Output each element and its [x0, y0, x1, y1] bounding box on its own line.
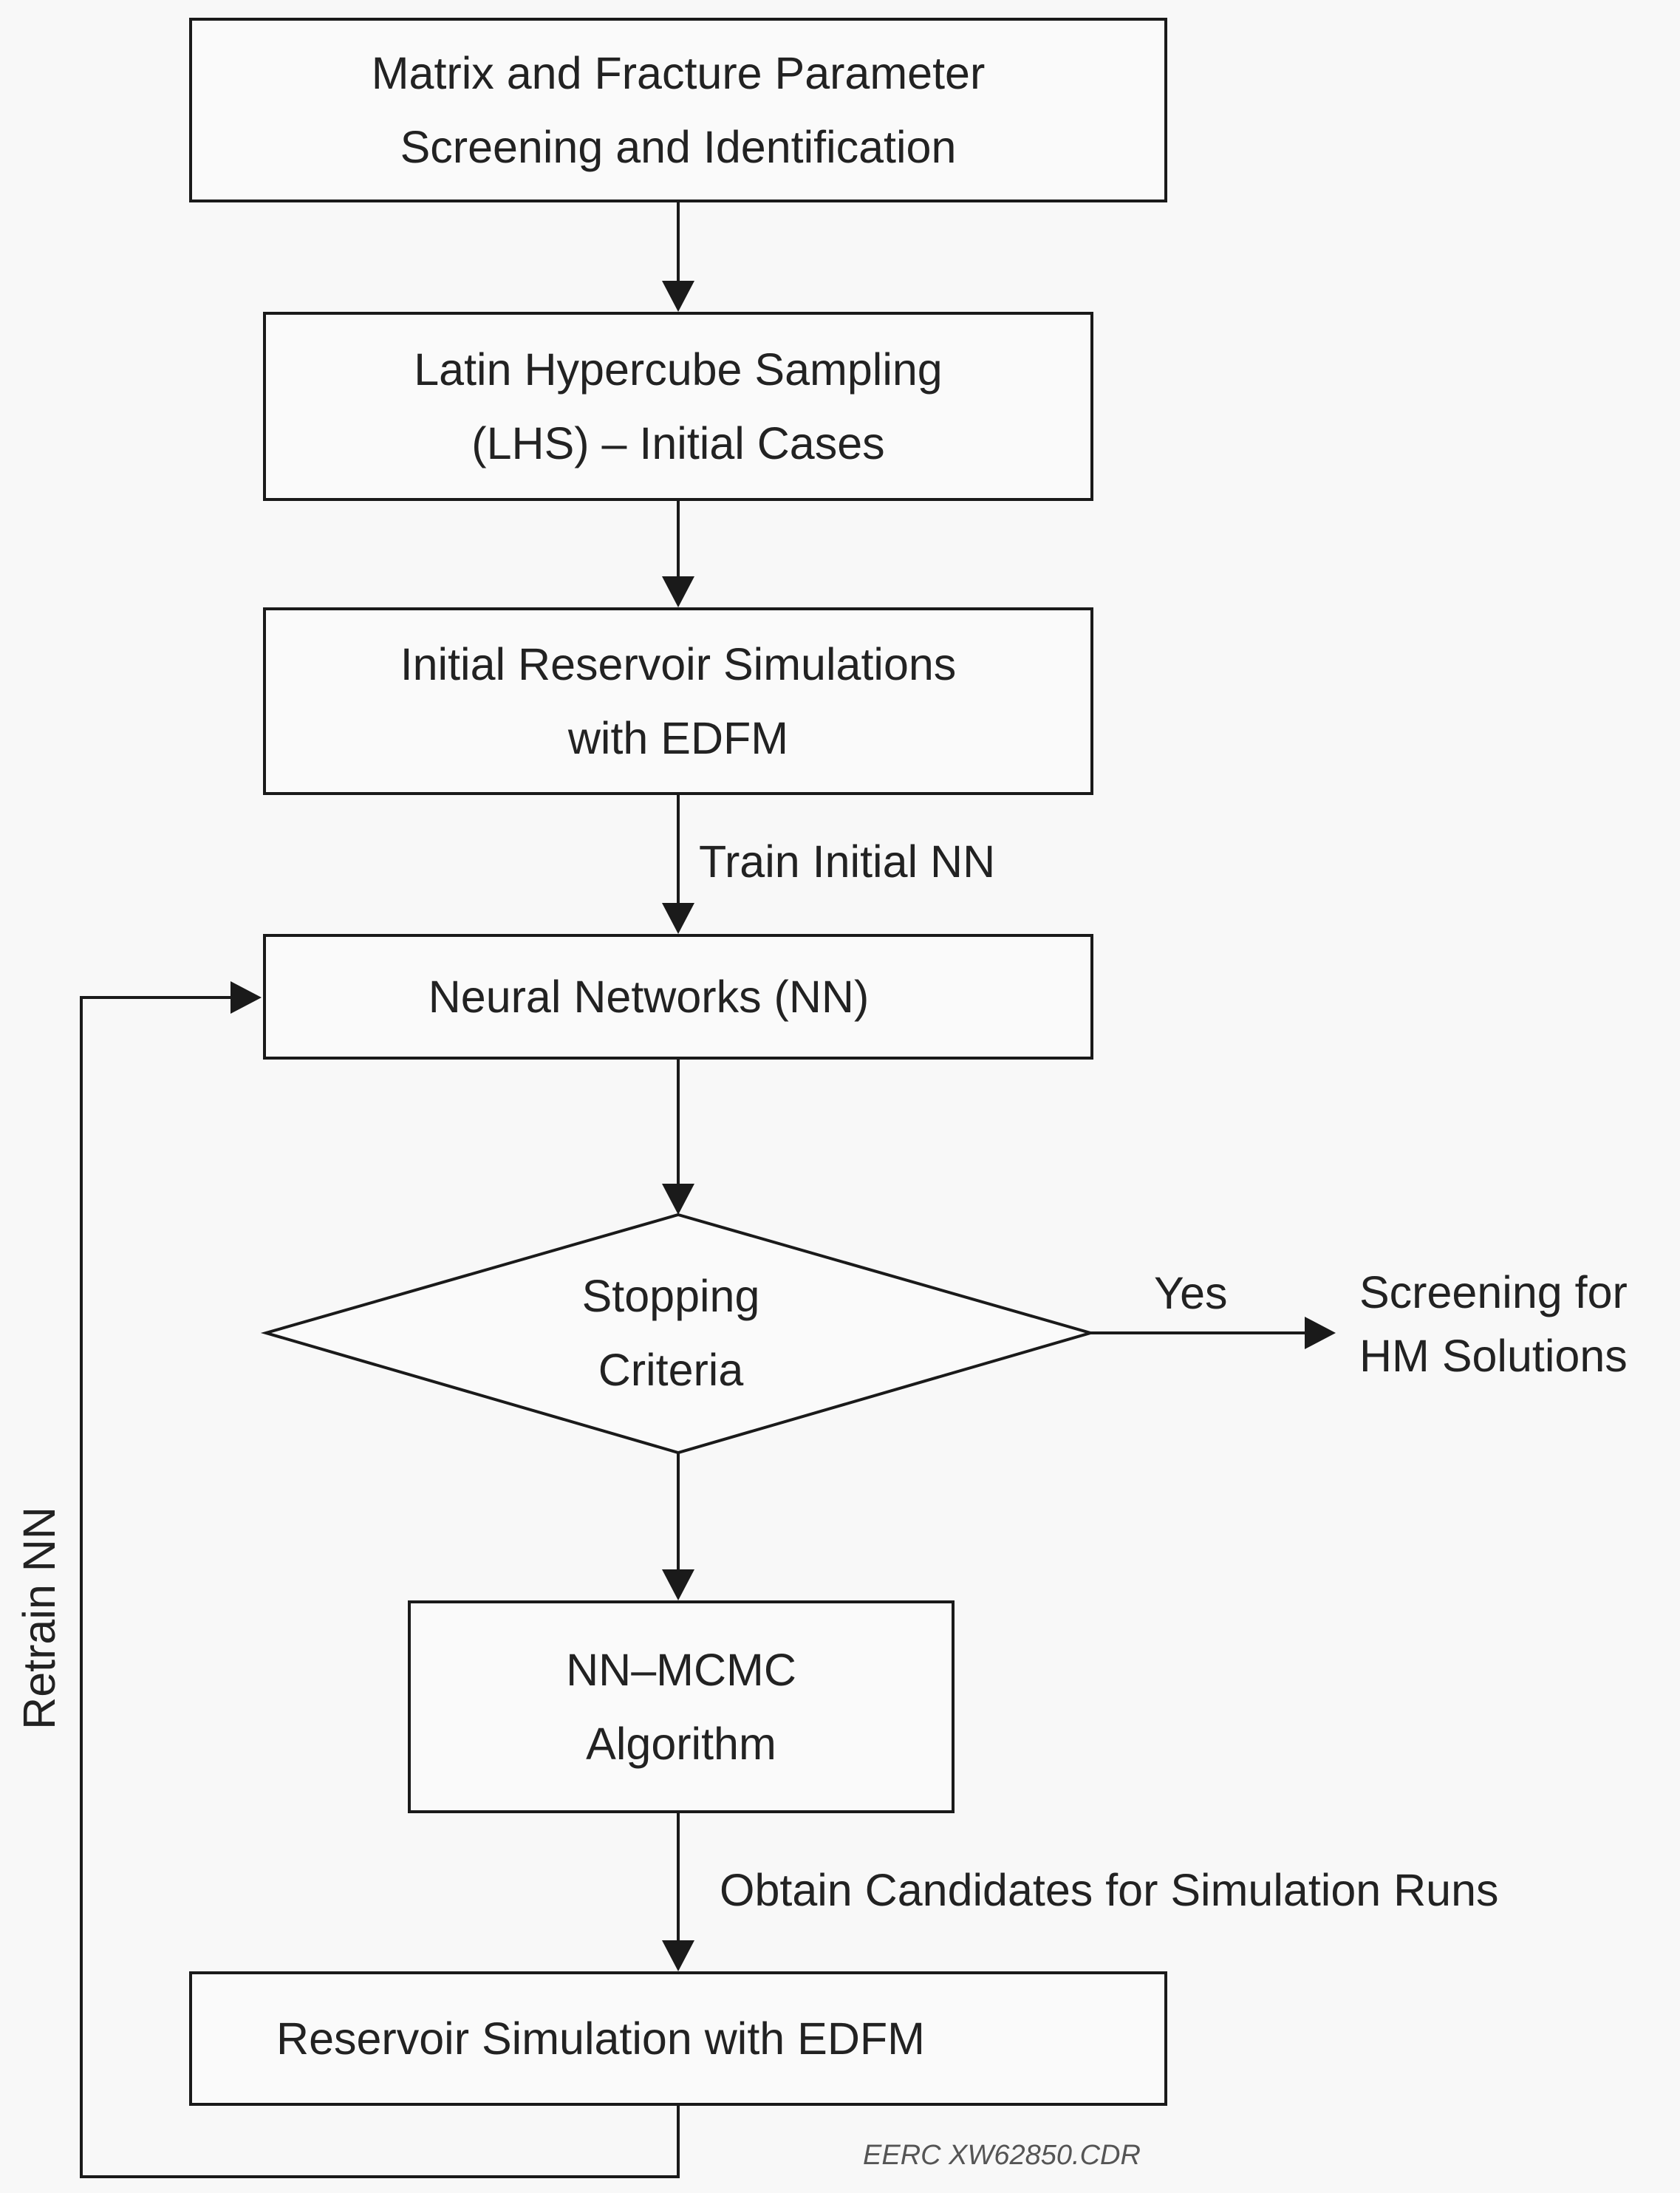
yes-label: Yes	[1154, 1268, 1228, 1318]
arrow-retrain-loop	[80, 981, 680, 2178]
arrow-yes	[1090, 1317, 1336, 1349]
step-nn-mcmc-algorithm: NN–MCMC Algorithm	[408, 1600, 955, 1813]
edge-label-train-initial-nn: Train Initial NN	[699, 836, 996, 887]
arrow-nn-to-decision	[662, 1058, 694, 1215]
step-neural-networks: Neural Networks (NN)	[263, 934, 1093, 1060]
decision-label: Stopping Criteria	[581, 1271, 760, 1395]
step-reservoir-simulation: Reservoir Simulation with EDFM	[189, 1971, 1167, 2106]
arrow-lhs-to-initial-sim	[662, 499, 694, 607]
step-neural-networks-label: Neural Networks (NN)	[428, 972, 870, 1022]
edge-label-obtain-candidates: Obtain Candidates for Simulation Runs	[720, 1865, 1499, 1915]
arrow-mcmc-to-reservoir-sim	[662, 1812, 694, 1971]
step-initial-reservoir-simulations-label: Initial Reservoir Simulations with EDFM	[400, 639, 957, 763]
step-latin-hypercube-sampling: Latin Hypercube Sampling (LHS) – Initial…	[263, 312, 1093, 501]
step-initial-reservoir-simulations: Initial Reservoir Simulations with EDFM	[263, 607, 1093, 795]
step-parameter-screening: Matrix and Fracture Parameter Screening …	[189, 18, 1167, 202]
edge-label-retrain-nn: Retrain NN	[14, 1507, 64, 1730]
step-parameter-screening-label: Matrix and Fracture Parameter Screening …	[371, 48, 986, 172]
hm-solutions-outcome: Screening for HM Solutions	[1359, 1267, 1628, 1381]
arrow-initial-sim-to-nn	[662, 794, 694, 934]
step-latin-hypercube-sampling-label: Latin Hypercube Sampling (LHS) – Initial…	[414, 344, 943, 468]
arrow-decision-to-mcmc	[662, 1453, 694, 1600]
step-nn-mcmc-algorithm-label: NN–MCMC Algorithm	[566, 1645, 796, 1769]
arrow-screening-to-lhs	[662, 201, 694, 312]
figure-credit: EERC XW62850.CDR	[863, 2140, 1141, 2171]
step-reservoir-simulation-label: Reservoir Simulation with EDFM	[276, 2013, 925, 2064]
